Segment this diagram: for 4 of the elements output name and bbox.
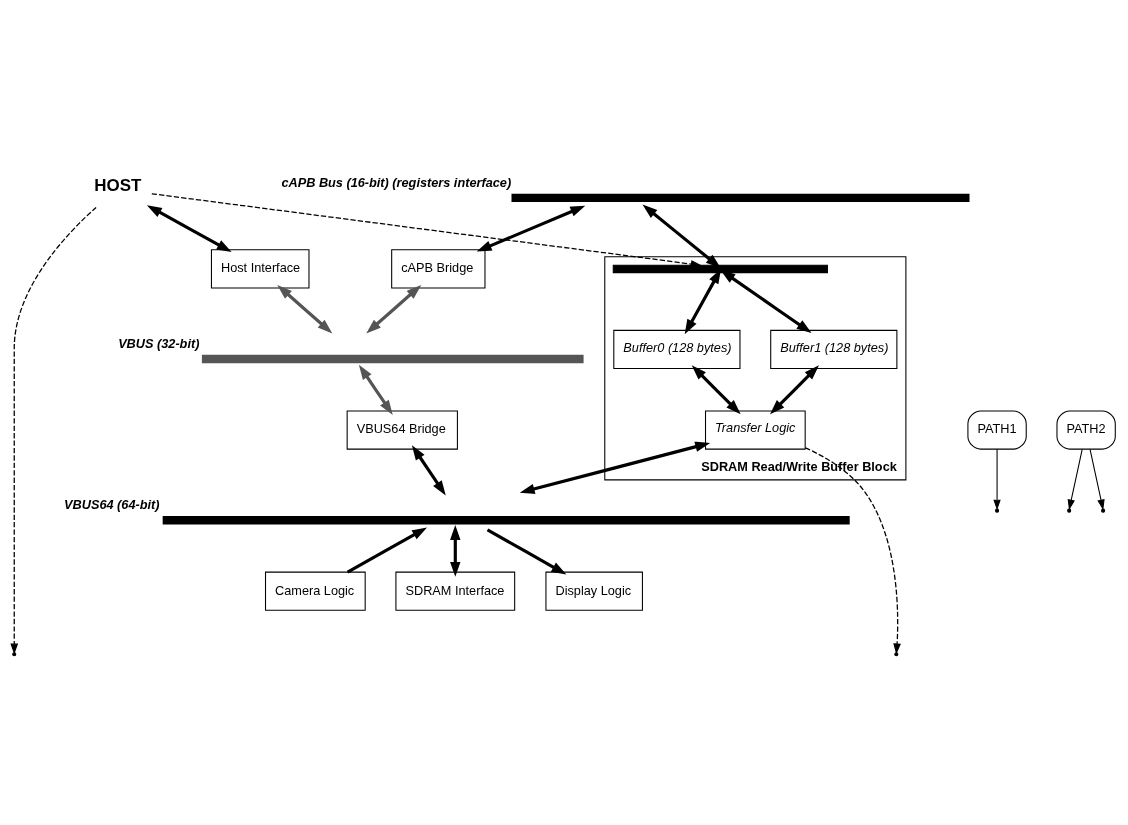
node-label: cAPB Bus (16-bit) (registers interface) — [281, 174, 512, 190]
node-label: VBUS (32-bit) — [118, 336, 200, 351]
node-label: VBUS64 (64-bit) — [64, 497, 160, 513]
node-text: HOST — [94, 176, 142, 196]
